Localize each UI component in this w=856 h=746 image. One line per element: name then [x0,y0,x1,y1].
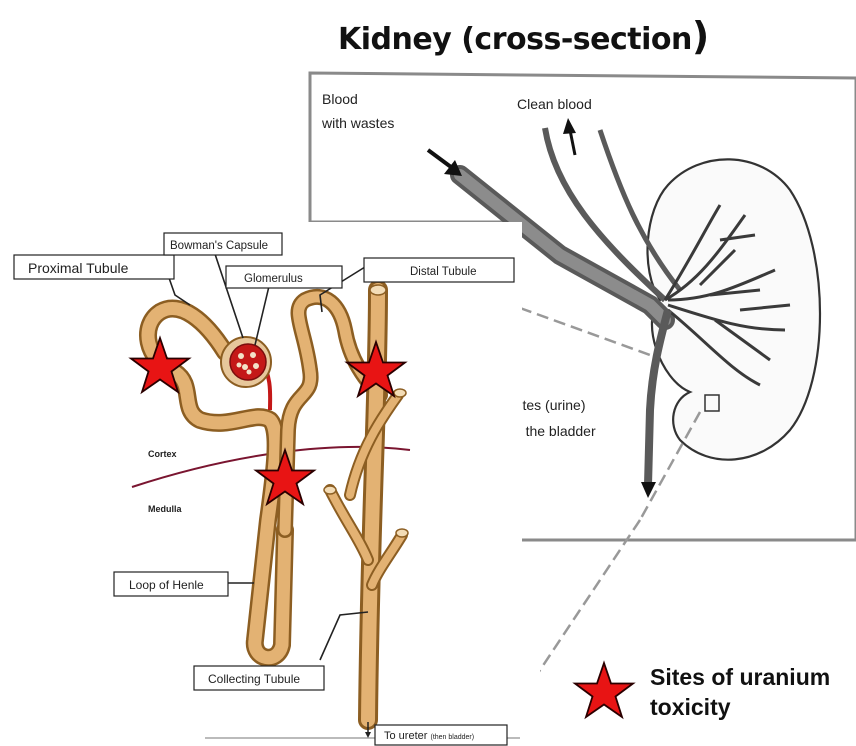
to-ureter-note: (then bladder) [430,734,474,741]
legend-line-2: toxicity [650,694,731,720]
nephron-panel: Cortex Medulla [0,222,540,745]
legend: Sites of uranium toxicity [575,663,830,720]
blood-with-wastes-label-1: Blood [322,91,358,107]
kidney-outline [648,159,820,459]
glomerulus [230,344,266,380]
to-ureter-text: To ureter [384,730,428,742]
bowmans-capsule-label: Bowman's Capsule [170,240,268,252]
medulla-label: Medulla [148,504,182,514]
glomerulus-label: Glomerulus [244,273,303,285]
legend-star-icon [575,663,633,717]
distal-tubule-label: Distal Tubule [410,266,476,278]
clean-blood-label: Clean blood [517,96,592,112]
loop-of-henle-label: Loop of Henle [129,578,204,592]
collecting-tubule-label: Collecting Tubule [208,672,300,686]
blood-with-wastes-label-2: with wastes [321,115,394,131]
wastes-label-2: to the bladder [510,423,596,439]
legend-line-1: Sites of uranium [650,664,830,690]
cortex-label: Cortex [148,449,177,459]
proximal-tubule-label: Proximal Tubule [28,260,129,276]
